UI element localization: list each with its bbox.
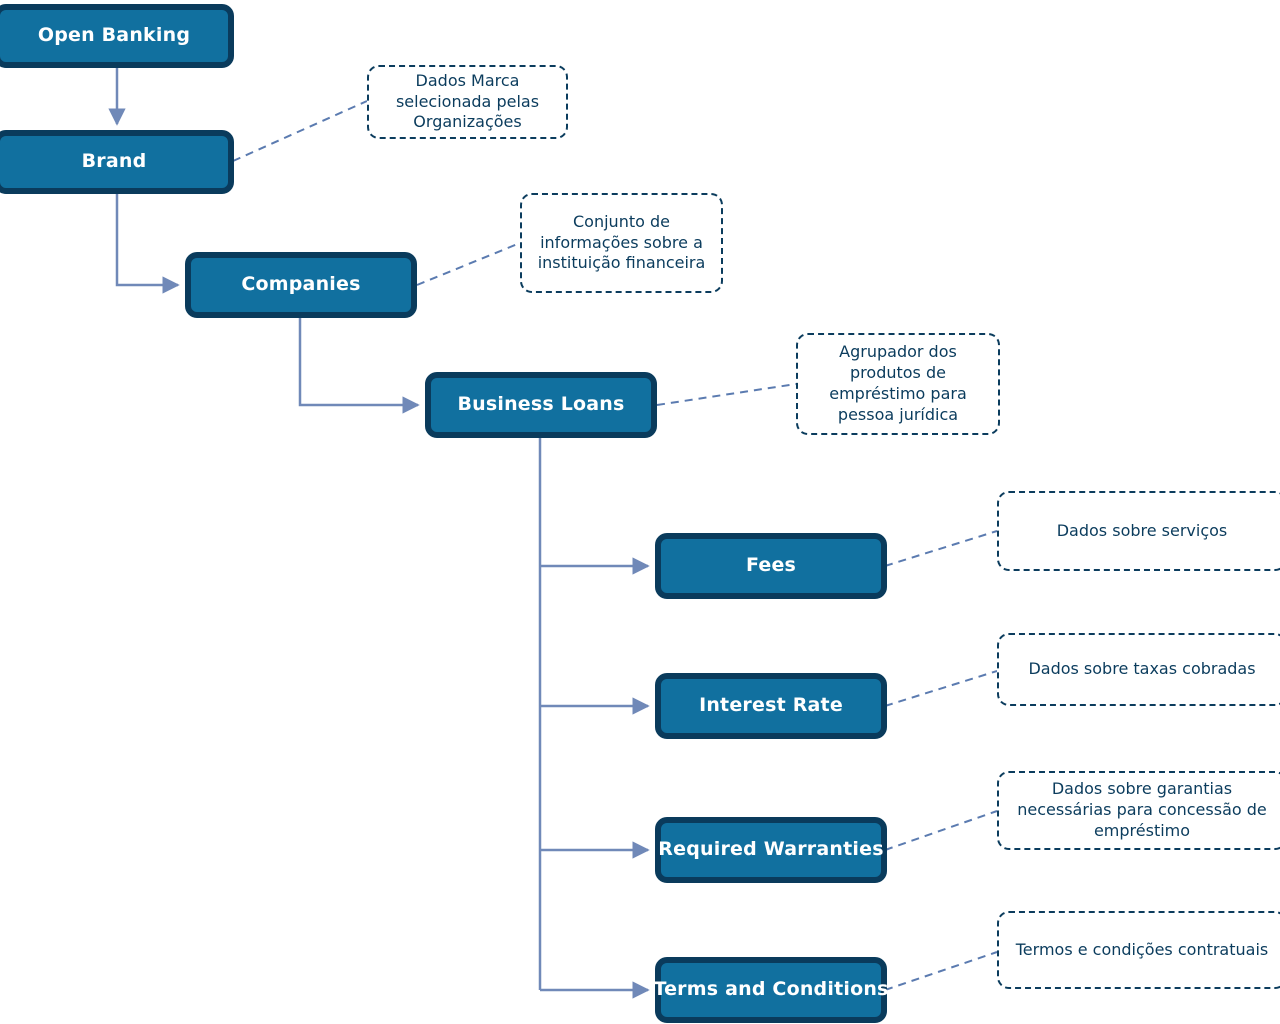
node-fees-label: Fees [745,554,797,577]
callout-interest-rate-note-text: Dados sobre taxas cobradas [1028,659,1256,679]
node-companies[interactable]: Companies [185,252,417,318]
node-required-warranties[interactable]: Required Warranties [655,817,887,883]
callout-required-warranties-note-text: Dados sobre garantias necessárias para c… [1017,779,1267,840]
callout-brand-note: Dados Marca selecionada pelas Organizaçõ… [367,65,568,139]
node-interest-rate-label: Interest Rate [699,694,843,717]
callout-interest-rate-note: Dados sobre taxas cobradas [997,633,1280,706]
callout-business-loans-note-text: Agrupador dos produtos de empréstimo par… [829,342,967,424]
callout-business-loans-note: Agrupador dos produtos de empréstimo par… [796,333,1000,435]
leader-terms-note [884,951,998,991]
callout-fees-note: Dados sobre serviços [997,491,1280,571]
callout-required-warranties-note: Dados sobre garantias necessárias para c… [997,771,1280,850]
callout-companies-note-text: Conjunto de informações sobre a institui… [537,211,706,273]
callout-brand-note-text: Dados Marca selecionada pelas Organizaçõ… [395,70,540,132]
node-brand[interactable]: Brand [0,130,234,194]
node-open-banking-label: Open Banking [37,24,191,47]
edge-companies-to-business-loans [298,318,420,414]
callout-companies-note: Conjunto de informações sobre a institui… [520,193,723,293]
node-open-banking[interactable]: Open Banking [0,4,234,68]
node-companies-label: Companies [241,273,361,296]
node-interest-rate[interactable]: Interest Rate [655,673,887,739]
leader-interest-rate-note [884,670,998,707]
edge-brand-to-companies [115,192,180,294]
node-brand-label: Brand [81,150,147,173]
leader-companies-note [416,242,521,286]
node-terms-and-conditions-label: Terms and Conditions [653,978,889,1001]
leader-fees-note [884,530,998,567]
node-business-loans[interactable]: Business Loans [425,372,657,438]
node-fees[interactable]: Fees [655,533,887,599]
callout-terms-note-text: Termos e condições contratuais [1015,939,1269,959]
leader-business-loans-note [656,383,797,406]
leader-required-warranties-note [884,810,998,851]
node-required-warranties-label: Required Warranties [658,838,884,861]
node-business-loans-label: Business Loans [457,393,625,416]
callout-fees-note-text: Dados sobre serviços [1056,520,1228,540]
callout-terms-note: Termos e condições contratuais [997,911,1280,989]
leader-brand-note [232,100,368,162]
node-terms-and-conditions[interactable]: Terms and Conditions [653,957,888,1023]
